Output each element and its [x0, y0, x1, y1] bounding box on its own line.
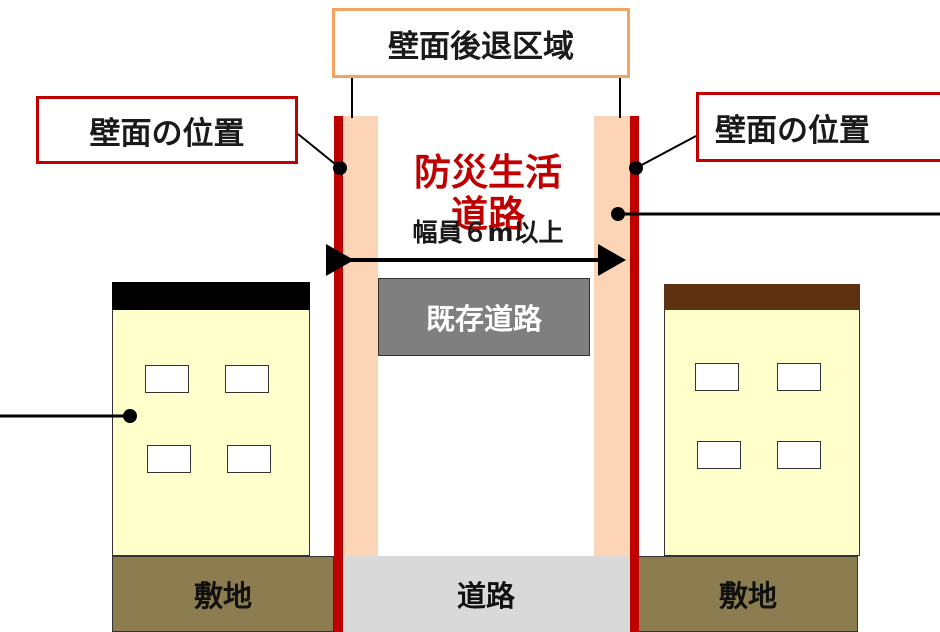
- site-ground-right: 敷地: [638, 556, 858, 632]
- width-label: 幅員６m以上: [370, 216, 606, 250]
- road-ground: 道路: [342, 556, 630, 632]
- site-label-left: 敷地: [193, 579, 252, 613]
- site-ground-left: 敷地: [112, 556, 334, 632]
- road-title: 防災生活 道路: [370, 110, 606, 236]
- setback-zone-label: 壁面後退区域: [388, 28, 574, 65]
- existing-road-box: 既存道路: [378, 278, 590, 356]
- building-left: [111, 281, 310, 556]
- window: [225, 365, 269, 393]
- window: [777, 441, 821, 469]
- wall-position-label-left: 壁面の位置: [89, 115, 245, 152]
- wall-position-box-right: 壁面の位置: [696, 92, 940, 162]
- building-left-roof: [111, 281, 310, 310]
- setback-strip-right: [594, 116, 630, 556]
- wall-dot-left: [333, 161, 347, 175]
- window: [695, 363, 739, 391]
- building-right: [663, 283, 860, 556]
- wall-leader-right: [635, 135, 697, 169]
- window: [227, 445, 271, 473]
- site-label-right: 敷地: [718, 579, 777, 613]
- window: [145, 365, 189, 393]
- left-edge-dot: [123, 409, 137, 423]
- wall-line-left: [334, 116, 343, 632]
- window: [697, 441, 741, 469]
- setback-strip-left: [342, 116, 378, 556]
- width-label-text: 幅員６m以上: [412, 218, 564, 247]
- window: [777, 363, 821, 391]
- road-title-text: 防災生活 道路: [414, 151, 562, 236]
- setback-zone-box: 壁面後退区域: [332, 8, 630, 78]
- road-label: 道路: [456, 579, 515, 613]
- wall-dot-right: [629, 161, 643, 175]
- wall-leader-left: [297, 133, 341, 169]
- right-edge-dot: [611, 207, 625, 221]
- wall-line-right: [630, 116, 639, 632]
- building-right-roof: [663, 283, 860, 310]
- existing-road-label: 既存道路: [425, 302, 542, 336]
- window: [147, 445, 191, 473]
- wall-position-label-right: 壁面の位置: [715, 112, 870, 149]
- wall-position-box-left: 壁面の位置: [36, 96, 298, 164]
